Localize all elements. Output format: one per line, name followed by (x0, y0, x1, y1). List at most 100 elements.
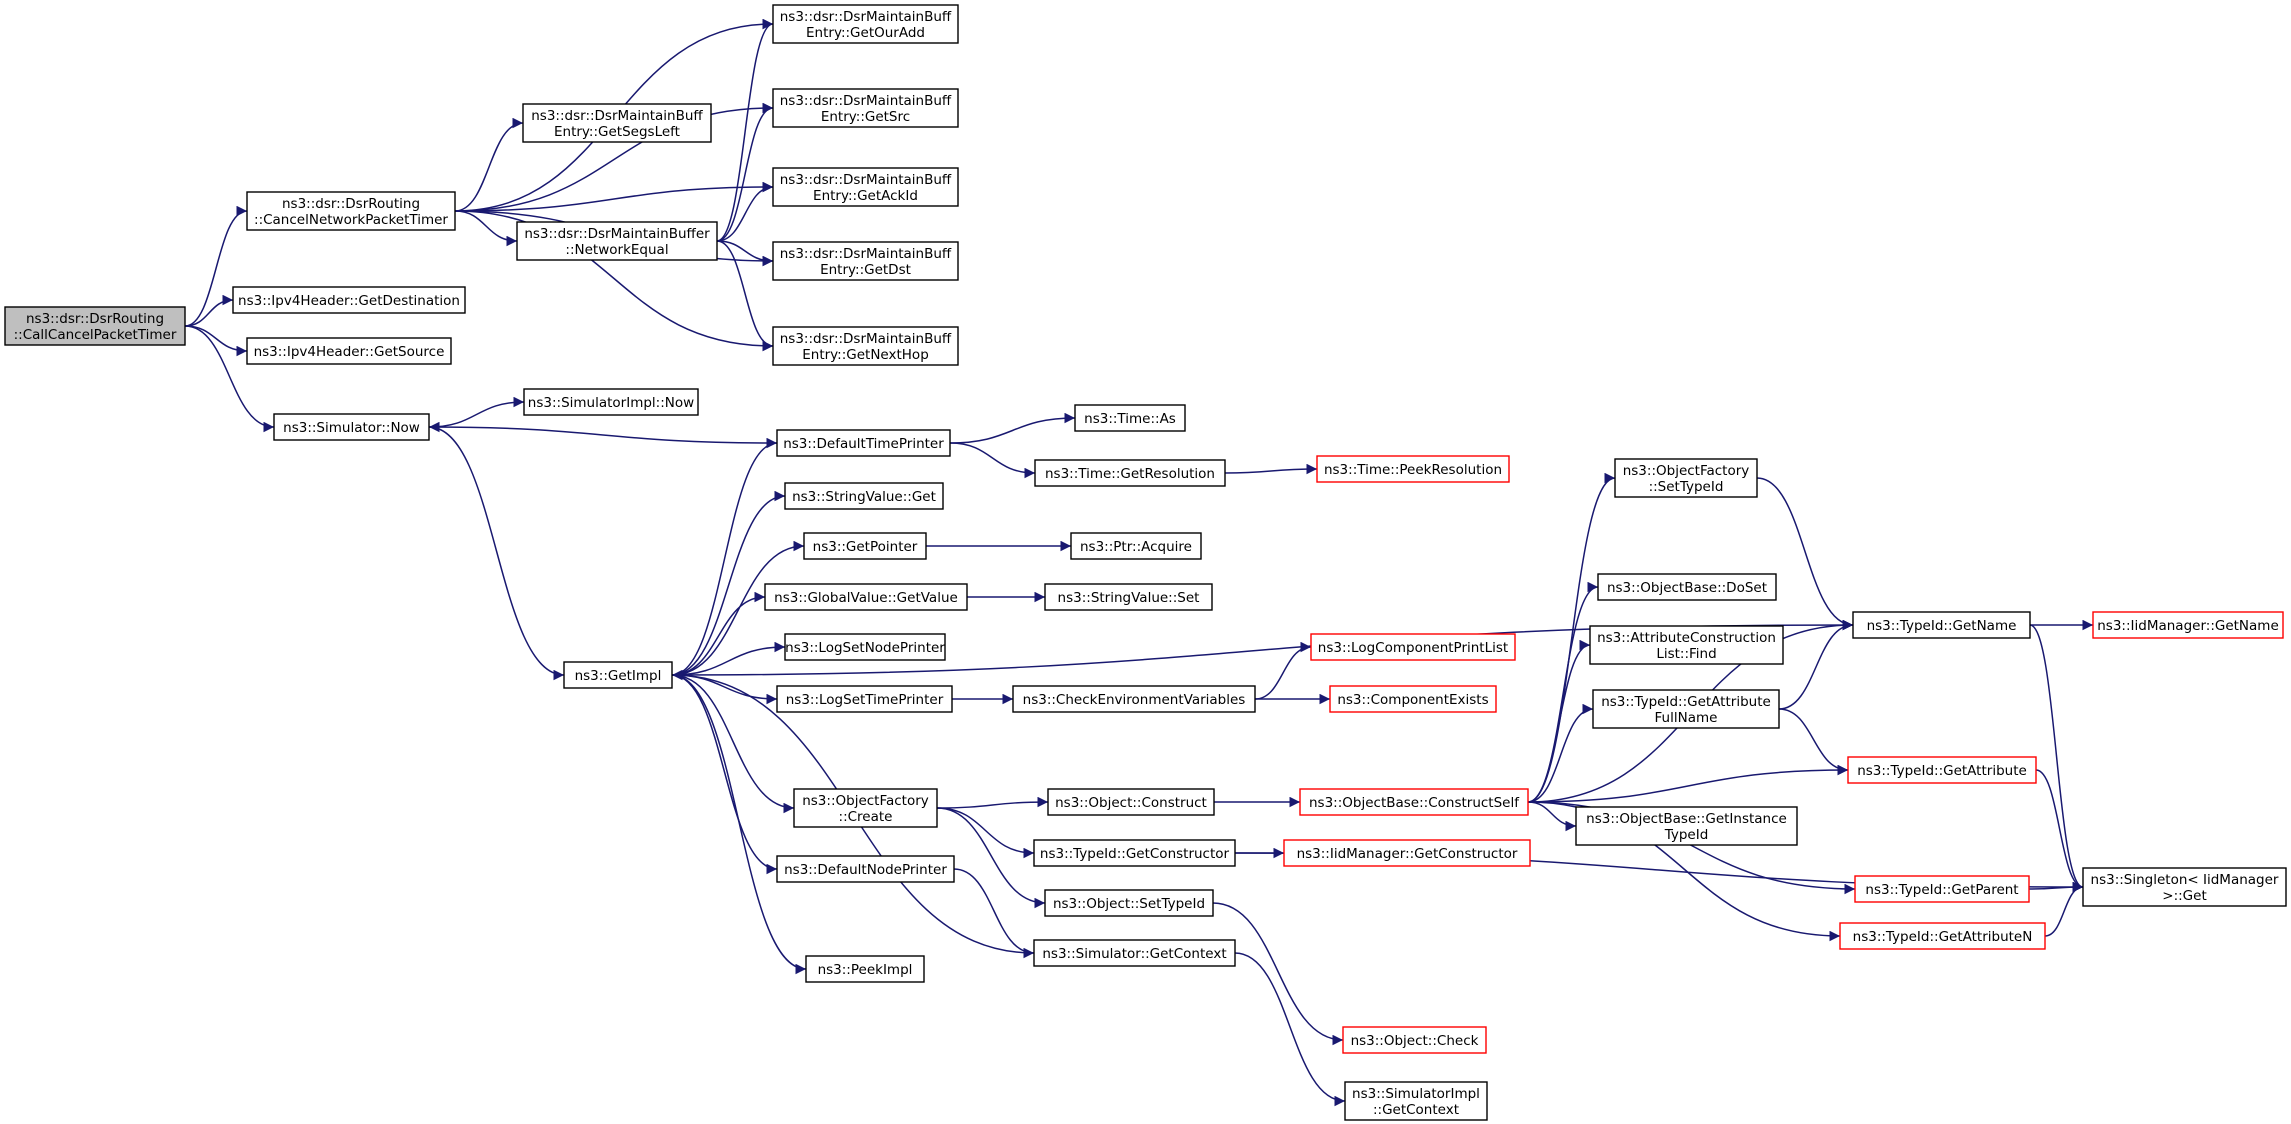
node-cev[interactable]: ns3::CheckEnvironmentVariables (1012, 685, 1256, 713)
node-ofsettid[interactable]: ns3::ObjectFactory::SetTypeId (1614, 458, 1758, 498)
node-box (776, 685, 953, 713)
node-box (273, 413, 430, 441)
node-label: ns3::dsr::DsrMaintainBuff (780, 93, 952, 109)
node-simimplnow[interactable]: ns3::SimulatorImpl::Now (523, 388, 699, 416)
node-label: ns3::ObjectFactory (802, 793, 929, 809)
node-label: ns3::TypeId::GetConstructor (1040, 846, 1230, 862)
node-simgetctx[interactable]: ns3::Simulator::GetContext (1033, 939, 1236, 967)
node-label: ns3::Ipv4Header::GetSource (254, 344, 445, 360)
node-box (784, 482, 944, 510)
node-box (803, 532, 927, 560)
node-label: Entry::GetSrc (821, 109, 910, 125)
node-getimpl[interactable]: ns3::GetImpl (563, 661, 673, 689)
edge-getimpl-to-getptr (671, 540, 805, 676)
node-simnow[interactable]: ns3::Simulator::Now (273, 413, 430, 441)
node-label: ns3::IidManager::GetName (2097, 618, 2279, 634)
edge-obcself-to-aclfind (1527, 639, 1591, 803)
node-label: ns3::Object::SetTypeId (1053, 896, 1205, 912)
edge-dtp-to-timeas (949, 412, 1076, 444)
node-lstp[interactable]: ns3::LogSetTimePrinter (776, 685, 953, 713)
edge-cnpt-to-nexthop (454, 210, 774, 352)
node-gvget[interactable]: ns3::GlobalValue::GetValue (764, 583, 968, 611)
node-strget[interactable]: ns3::StringValue::Get (784, 482, 944, 510)
node-getres[interactable]: ns3::Time::GetResolution (1034, 459, 1226, 487)
edge-tigetname-to-singleton (2029, 624, 2084, 893)
node-label: ns3::IidManager::GetConstructor (1297, 846, 1518, 862)
node-obcself[interactable]: ns3::ObjectBase::ConstructSelf (1299, 788, 1529, 816)
node-cnpt[interactable]: ns3::dsr::DsrRouting::CancelNetworkPacke… (246, 191, 456, 231)
node-tigetname[interactable]: ns3::TypeId::GetName (1852, 611, 2031, 639)
node-neteq[interactable]: ns3::dsr::DsrMaintainBuffer::NetworkEqua… (516, 221, 718, 261)
node-box (2092, 611, 2284, 639)
node-box (1034, 459, 1226, 487)
node-tigetattr[interactable]: ns3::TypeId::GetAttribute (1847, 756, 2037, 784)
node-label: Entry::GetNextHop (802, 347, 929, 363)
node-label: ns3::SimulatorImpl (1352, 1086, 1480, 1102)
node-acquire[interactable]: ns3::Ptr::Acquire (1070, 532, 1202, 560)
node-segs[interactable]: ns3::dsr::DsrMaintainBuffEntry::GetSegsL… (522, 103, 712, 143)
node-ourAdd[interactable]: ns3::dsr::DsrMaintainBuffEntry::GetOurAd… (772, 4, 959, 44)
node-label: ns3::GlobalValue::GetValue (774, 590, 958, 606)
node-dtp[interactable]: ns3::DefaultTimePrinter (776, 429, 951, 457)
node-objcons[interactable]: ns3::Object::Construct (1047, 788, 1215, 816)
node-label: ::CancelNetworkPacketTimer (254, 212, 448, 228)
node-getsrc4[interactable]: ns3::Ipv4Header::GetSource (246, 337, 452, 365)
node-strset[interactable]: ns3::StringValue::Set (1044, 583, 1213, 611)
node-label: ns3::Ipv4Header::GetDestination (238, 293, 460, 309)
edge-ofcreate-to-objcons (936, 796, 1049, 809)
edge-simgetctx-to-simimplctx (1234, 952, 1346, 1107)
edge-getimpl-to-peekimpl (671, 674, 807, 975)
node-box (793, 788, 938, 828)
node-label: ns3::Ptr::Acquire (1080, 539, 1192, 555)
node-singleton[interactable]: ns3::Singleton< IidManager >::Get (2082, 867, 2287, 907)
node-tigetattrn[interactable]: ns3::TypeId::GetAttributeN (1839, 922, 2046, 950)
node-iidgetname[interactable]: ns3::IidManager::GetName (2092, 611, 2284, 639)
node-box (772, 167, 959, 207)
node-root[interactable]: ns3::dsr::DsrRouting::CallCancelPacketTi… (4, 306, 186, 346)
node-label: Entry::GetOurAdd (806, 25, 925, 41)
edge-getres-to-peekres (1224, 463, 1318, 475)
node-getptr[interactable]: ns3::GetPointer (803, 532, 927, 560)
node-tigetcons[interactable]: ns3::TypeId::GetConstructor (1033, 839, 1236, 867)
node-objcheck[interactable]: ns3::Object::Check (1342, 1026, 1487, 1054)
node-box (776, 855, 955, 883)
node-simimplctx[interactable]: ns3::SimulatorImpl::GetContext (1344, 1081, 1488, 1121)
node-label: ns3::TypeId::GetParent (1865, 882, 2018, 898)
node-lsnp[interactable]: ns3::LogSetNodePrinter (784, 633, 946, 661)
node-nexthop[interactable]: ns3::dsr::DsrMaintainBuffEntry::GetNextH… (772, 326, 959, 366)
node-tigetparent[interactable]: ns3::TypeId::GetParent (1854, 875, 2030, 903)
node-box (1329, 685, 1497, 713)
node-compex[interactable]: ns3::ComponentExists (1329, 685, 1497, 713)
node-label: ns3::StringValue::Set (1058, 590, 1200, 606)
node-iidgetcons[interactable]: ns3::IidManager::GetConstructor (1283, 839, 1531, 867)
node-peekres[interactable]: ns3::Time::PeekResolution (1316, 455, 1510, 483)
edge-ofcreate-to-objsettid (936, 807, 1046, 909)
node-label: ns3::Time::GetResolution (1045, 466, 1215, 482)
node-label: ns3::Object::Construct (1055, 795, 1207, 811)
node-label: ::CallCancelPacketTimer (14, 327, 177, 343)
node-box (516, 221, 718, 261)
node-box (1342, 1026, 1487, 1054)
node-getdest[interactable]: ns3::Ipv4Header::GetDestination (232, 286, 466, 314)
node-box (1310, 633, 1516, 661)
node-label: ::SetTypeId (1649, 479, 1724, 495)
node-timeas[interactable]: ns3::Time::As (1074, 404, 1186, 432)
node-peekimpl[interactable]: ns3::PeekImpl (805, 955, 925, 983)
node-objsettid[interactable]: ns3::Object::SetTypeId (1044, 889, 1214, 917)
node-box (1070, 532, 1202, 560)
node-label: Entry::GetAckId (813, 188, 918, 204)
node-box (246, 191, 456, 231)
node-obdoset[interactable]: ns3::ObjectBase::DoSet (1597, 573, 1777, 601)
edge-tigafn-to-tigetattr (1778, 708, 1849, 776)
node-label: ns3::Simulator::GetContext (1042, 946, 1226, 962)
node-dnp[interactable]: ns3::DefaultNodePrinter (776, 855, 955, 883)
node-lcpl[interactable]: ns3::LogComponentPrintList (1310, 633, 1516, 661)
node-label: ns3::Time::PeekResolution (1324, 462, 1502, 478)
node-ofcreate[interactable]: ns3::ObjectFactory::Create (793, 788, 938, 828)
